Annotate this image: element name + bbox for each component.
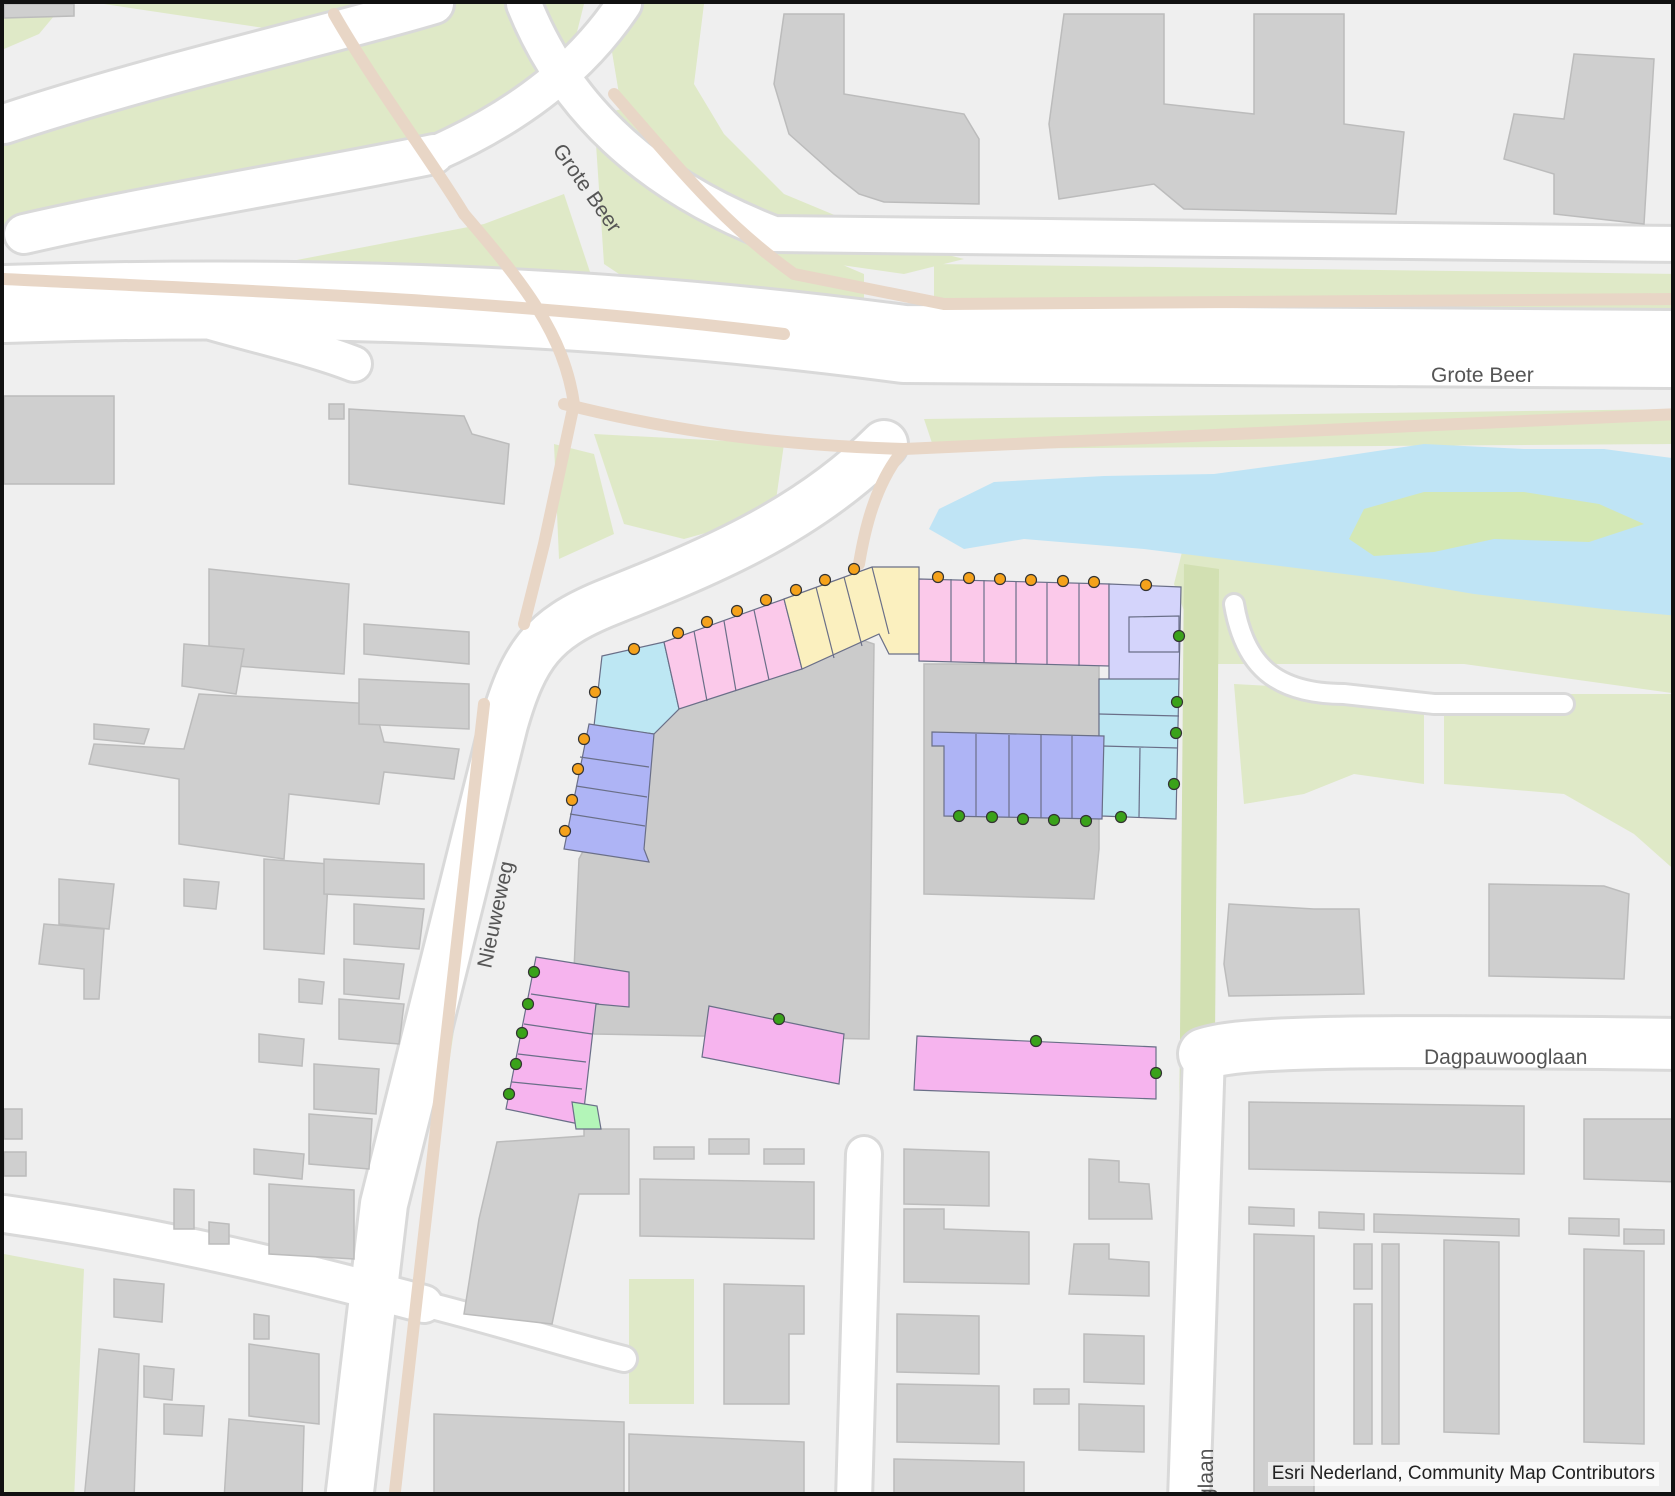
marker-orange (577, 732, 591, 746)
marker-green (1016, 812, 1030, 826)
marker-green (509, 1057, 523, 1071)
marker-green (772, 1012, 786, 1026)
roads (4, 4, 1671, 1492)
marker-green (1029, 1034, 1043, 1048)
marker-green (515, 1026, 529, 1040)
marker-orange (931, 570, 945, 584)
marker-orange (1139, 578, 1153, 592)
road-label-grote-beer-main: Grote Beer (1431, 364, 1534, 387)
markers-orange[interactable] (558, 562, 1153, 838)
marker-green (985, 810, 999, 824)
parcels[interactable] (505, 566, 1182, 1130)
marker-green (1047, 813, 1061, 827)
markers-green[interactable] (502, 629, 1186, 1101)
marker-orange (847, 562, 861, 576)
marker-orange (558, 824, 572, 838)
parcel (913, 1035, 1157, 1100)
marker-orange (700, 615, 714, 629)
parcel (593, 641, 680, 735)
buildings (4, 4, 1671, 1492)
marker-orange (588, 685, 602, 699)
parcel (931, 731, 1105, 820)
marker-orange (1087, 575, 1101, 589)
marker-green (502, 1087, 516, 1101)
marker-orange (565, 793, 579, 807)
parcel (571, 1101, 602, 1130)
parcel (918, 578, 1110, 667)
marker-orange (730, 604, 744, 618)
parcel (563, 723, 655, 863)
marker-green (527, 965, 541, 979)
map-canvas[interactable]: Grote Beer Grote Beer Nieuweweg Dagpauwo… (4, 4, 1675, 1496)
marker-orange (1056, 574, 1070, 588)
marker-orange (627, 642, 641, 656)
marker-green (521, 997, 535, 1011)
marker-orange (1024, 573, 1038, 587)
marker-orange (759, 593, 773, 607)
marker-orange (671, 626, 685, 640)
road-label-dagpauwooglaan: Dagpauwooglaan (1424, 1046, 1587, 1069)
marker-green (1172, 629, 1186, 643)
marker-orange (571, 762, 585, 776)
parcel (701, 1005, 845, 1085)
marker-orange (789, 583, 803, 597)
marker-orange (993, 572, 1007, 586)
marker-green (1149, 1066, 1163, 1080)
marker-green (1114, 810, 1128, 824)
marker-green (1167, 777, 1181, 791)
marker-green (1170, 695, 1184, 709)
parcel (505, 956, 630, 1125)
marker-orange (818, 573, 832, 587)
marker-green (952, 809, 966, 823)
map-attribution: Esri Nederland, Community Map Contributo… (1267, 1462, 1659, 1486)
marker-green (1079, 814, 1093, 828)
road-label-glaan: glaan (1195, 1449, 1218, 1496)
marker-orange (962, 571, 976, 585)
pond (929, 444, 1671, 616)
marker-green (1169, 726, 1183, 740)
parcel (1108, 583, 1182, 685)
